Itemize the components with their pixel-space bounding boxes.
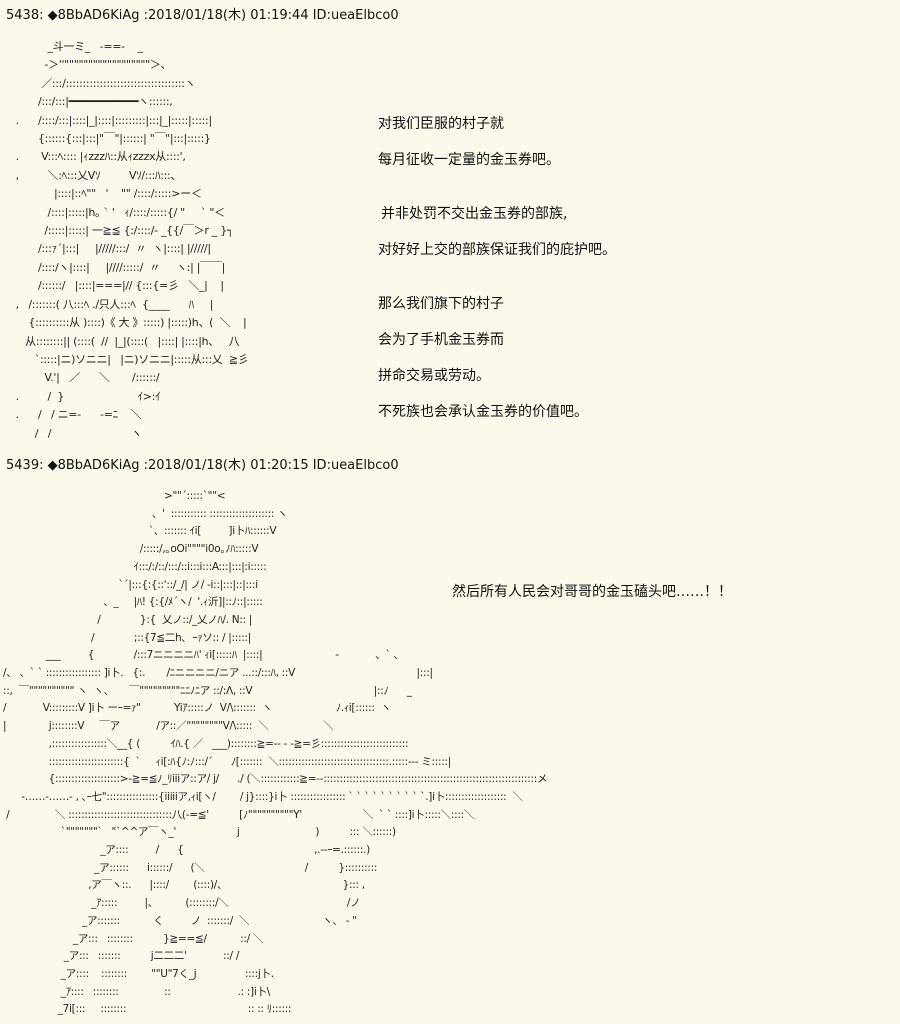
- ascii-art-figure: >""´:::::`""< 、' ::::::::::: :::::::::::…: [3, 490, 548, 1016]
- post-header: 5439: ◆8BbAD6KiAg :2018/01/18(木) 01:20:1…: [6, 458, 399, 473]
- caption-line: 拼命交易或劳动。: [378, 368, 490, 384]
- caption-line: 那么我们旗下的村子: [378, 296, 504, 312]
- caption-line: 对好好上交的部族保证我们的庇护吧。: [378, 242, 616, 258]
- caption-line: 然后所有人民会对哥哥的金玉磕头吧……！！: [452, 584, 732, 600]
- caption-line: 不死族也会承认金玉券的价值吧。: [378, 404, 588, 420]
- caption-line: 会为了手机金玉券而: [378, 332, 504, 348]
- caption-line: 对我们臣服的村子就: [378, 116, 504, 132]
- caption-line: 并非处罚不交出金玉券的部族,: [381, 206, 568, 222]
- post-header: 5438: ◆8BbAD6KiAg :2018/01/18(木) 01:19:4…: [6, 8, 399, 23]
- ascii-art-figure: _斗一ミ_ -==- _ -＞''""""""""""""""""""＞、 ／:…: [15, 40, 249, 440]
- caption-line: 每月征收一定量的金玉券吧。: [378, 152, 560, 168]
